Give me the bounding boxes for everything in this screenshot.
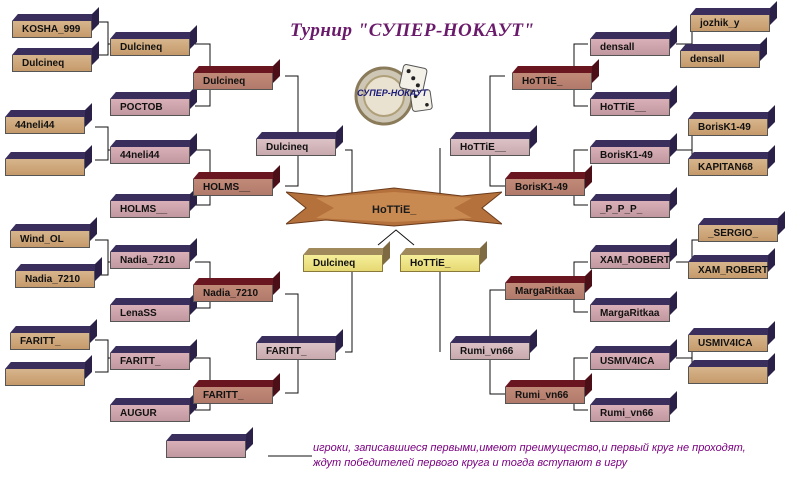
winner-banner: [286, 187, 502, 227]
left-r3-slot-4: FARITT_: [193, 373, 280, 404]
right-r2-slot-7: USMIV4ICA: [590, 339, 677, 370]
right-r2-slot-4: _P_P_P_: [590, 187, 677, 218]
right-r3-slot-3: MargaRitkaa: [505, 269, 592, 300]
note-line-1: игроки, записавшиеся первыми,имеют преим…: [313, 442, 746, 454]
left-r3-slot-2: HOLMS__: [193, 165, 280, 196]
left-r2-slot-1: Dulcineq: [110, 25, 197, 56]
right-r3-slot-1: HoTTiE_: [512, 59, 599, 90]
finalist-left: Dulcineq: [303, 241, 390, 272]
right-r4-slot-1: HoTTiE__: [450, 125, 537, 156]
left-r1-slot-1: KOSHA_999: [12, 7, 99, 38]
legend-box: [166, 427, 253, 458]
right-r1-slot-5: _SERGIO_: [698, 211, 785, 242]
left-r2-slot-7: FARITT_: [110, 339, 197, 370]
left-r4-slot-2: FARITT_: [256, 329, 343, 360]
right-r3-slot-4: Rumi_vn66: [505, 373, 592, 404]
left-r1-slot-5: Wind_OL: [10, 217, 97, 248]
winner-name: HoTTiE_: [372, 204, 417, 216]
note-line-2: ждут победителей первого круга и тогда в…: [313, 457, 628, 469]
logo-text: СУПЕР-НОКАУТ: [357, 88, 428, 98]
left-r1-slot-8: [5, 355, 92, 386]
left-r1-slot-6: Nadia_7210: [15, 257, 102, 288]
left-r1-slot-7: FARITT_: [10, 319, 97, 350]
left-r4-slot-1: Dulcineq: [256, 125, 343, 156]
right-r1-slot-2: densall: [680, 37, 767, 68]
left-r3-slot-3: Nadia_7210: [193, 271, 280, 302]
right-r2-slot-3: BorisK1-49: [590, 133, 677, 164]
page-title: Турнир "СУПЕР-НОКАУТ": [290, 20, 535, 41]
right-r1-slot-4: KAPITAN68: [688, 145, 775, 176]
right-r2-slot-5: XAM_ROBERT: [590, 238, 677, 269]
right-r2-slot-6: MargaRitkaa: [590, 291, 677, 322]
left-r2-slot-2: POCTOB: [110, 85, 197, 116]
right-r3-slot-2: BorisK1-49: [505, 165, 592, 196]
right-r1-slot-8: [688, 353, 775, 384]
left-r2-slot-4: HOLMS__: [110, 187, 197, 218]
left-r2-slot-3: 44neli44: [110, 133, 197, 164]
right-r4-slot-2: Rumi_vn66: [450, 329, 537, 360]
left-r2-slot-5: Nadia_7210: [110, 238, 197, 269]
right-r2-slot-2: HoTTiE__: [590, 85, 677, 116]
finalist-right: HoTTiE_: [400, 241, 487, 272]
right-r1-slot-1: jozhik_y: [690, 1, 777, 32]
right-r2-slot-8: Rumi_vn66: [590, 391, 677, 422]
left-r3-slot-1: Dulcineq: [193, 59, 280, 90]
dice-logo-icon: [354, 64, 433, 126]
right-r2-slot-1: densall: [590, 25, 677, 56]
left-r2-slot-6: LenaSS: [110, 291, 197, 322]
left-r1-slot-4: [5, 145, 92, 176]
right-r1-slot-3: BorisK1-49: [688, 105, 775, 136]
left-r1-slot-2: Dulcineq: [12, 41, 99, 72]
right-r1-slot-7: USMIV4ICA: [688, 321, 775, 352]
right-r1-slot-6: XAM_ROBERT: [688, 248, 775, 279]
left-r1-slot-3: 44neli44: [5, 103, 92, 134]
left-r2-slot-8: AUGUR: [110, 391, 197, 422]
